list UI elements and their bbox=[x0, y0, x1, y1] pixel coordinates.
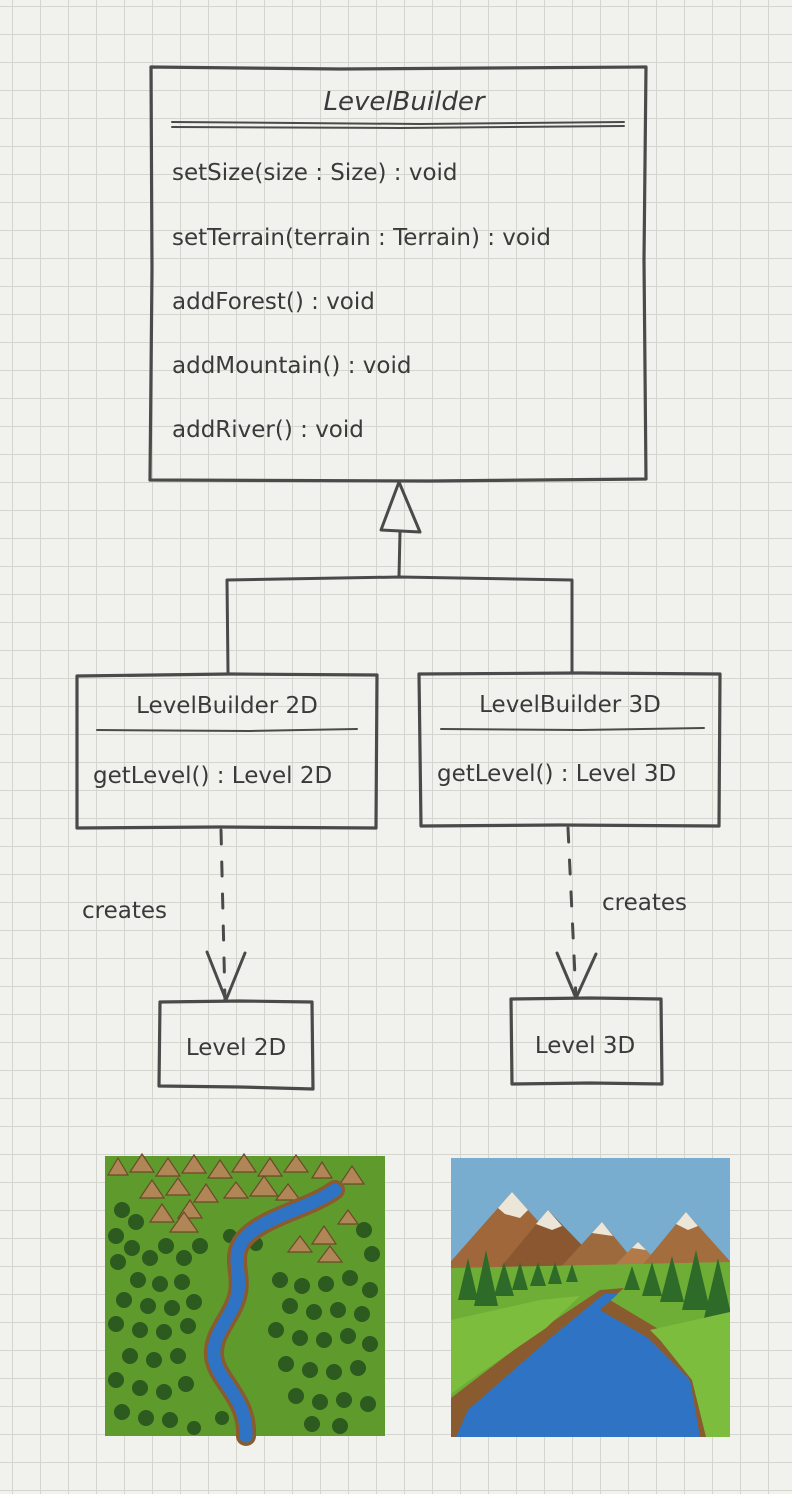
inheritance-trunk-line bbox=[397, 530, 402, 579]
class-levelbuilder-3d-border bbox=[417, 671, 722, 828]
class-levelbuilder-title: LevelBuilder bbox=[323, 87, 486, 117]
grass-bank-right-3d bbox=[650, 1312, 730, 1437]
class-levelbuilder-divider bbox=[171, 121, 625, 130]
forest-clusters-2d bbox=[108, 1202, 380, 1435]
dependency-2d-line bbox=[219, 828, 227, 1002]
method-setsize: setSize(size : Size) : void bbox=[172, 160, 458, 186]
class-levelbuilder: LevelBuilder setSize(size : Size) : void… bbox=[148, 65, 648, 483]
voxel-3d-terrain-picture bbox=[451, 1158, 730, 1437]
class-levelbuilder-3d-divider bbox=[440, 727, 705, 732]
method-getlevel-2d: getLevel() : Level 2D bbox=[93, 763, 332, 789]
dependency-3d-label: creates bbox=[602, 890, 687, 916]
river-2d-water bbox=[207, 1183, 342, 1443]
class-level-3d-title: Level 3D bbox=[535, 1033, 635, 1059]
method-addforest: addForest() : void bbox=[172, 289, 375, 315]
class-level-3d-border bbox=[509, 996, 664, 1086]
mountain-range-2d bbox=[106, 1152, 366, 1263]
dependency-2d-label: creates bbox=[82, 898, 167, 924]
method-getlevel-3d: getLevel() : Level 3D bbox=[437, 761, 676, 787]
method-addriver: addRiver() : void bbox=[172, 417, 364, 443]
inheritance-branch-line bbox=[225, 575, 574, 674]
class-levelbuilder-3d: LevelBuilder 3D getLevel() : Level 3D bbox=[417, 671, 722, 828]
method-addmountain: addMountain() : void bbox=[172, 353, 411, 379]
class-levelbuilder-border bbox=[148, 65, 648, 483]
class-level-2d-title: Level 2D bbox=[186, 1035, 286, 1061]
class-levelbuilder-2d-title: LevelBuilder 2D bbox=[136, 693, 318, 719]
grass-bank-left-3d bbox=[451, 1296, 580, 1394]
forest-3d bbox=[458, 1250, 730, 1318]
class-levelbuilder-2d-divider bbox=[96, 728, 358, 733]
class-levelbuilder-3d-title: LevelBuilder 3D bbox=[479, 692, 661, 718]
class-level-3d: Level 3D bbox=[509, 996, 664, 1086]
inheritance-connector bbox=[225, 480, 574, 674]
dependency-2d: creates bbox=[82, 828, 247, 1002]
dependency-3d: creates bbox=[555, 826, 687, 1000]
top-down-2d-terrain-picture bbox=[105, 1152, 385, 1446]
class-levelbuilder-2d: LevelBuilder 2D getLevel() : Level 2D bbox=[75, 672, 379, 830]
class-level-2d: Level 2D bbox=[157, 999, 315, 1091]
class-levelbuilder-2d-border bbox=[75, 672, 379, 830]
river-3d bbox=[456, 1294, 700, 1437]
mountains-3d bbox=[451, 1192, 730, 1268]
class-level-2d-border bbox=[157, 999, 315, 1091]
dependency-3d-line bbox=[566, 826, 578, 1000]
inheritance-arrowhead bbox=[379, 480, 422, 534]
method-setterrain: setTerrain(terrain : Terrain) : void bbox=[172, 225, 551, 251]
